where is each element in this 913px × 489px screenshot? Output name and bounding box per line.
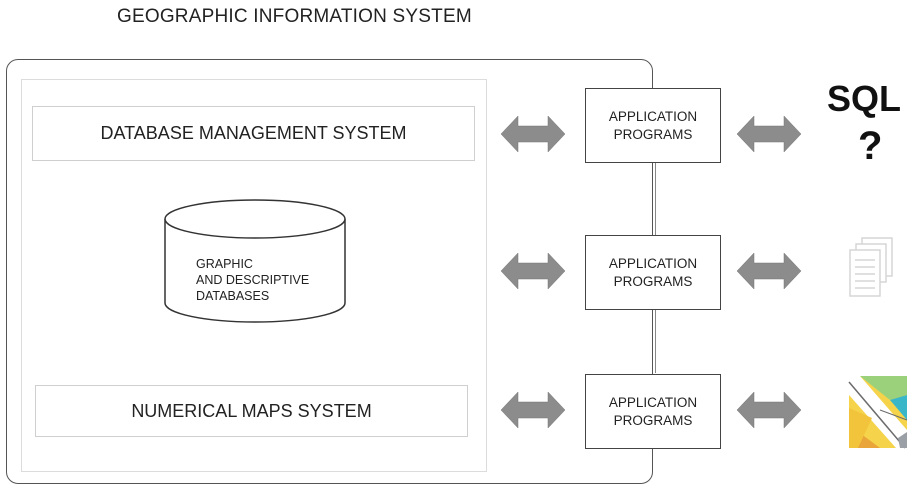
- app-label-line2: PROGRAMS: [613, 126, 693, 142]
- double-arrow-icon: [500, 391, 566, 429]
- numerical-maps-label: NUMERICAL MAPS SYSTEM: [131, 400, 372, 421]
- dbms-label: DATABASE MANAGEMENT SYSTEM: [100, 123, 407, 143]
- app-label-line2: PROGRAMS: [613, 273, 693, 289]
- application-programs-box: APPLICATION PROGRAMS: [585, 374, 721, 449]
- map-icon: [848, 376, 908, 449]
- double-arrow-icon: [736, 391, 802, 429]
- application-programs-box: APPLICATION PROGRAMS: [585, 235, 721, 310]
- double-arrow-icon: [736, 252, 802, 290]
- documents-icon: [849, 237, 893, 297]
- database-cylinder: [164, 199, 346, 323]
- dbms-box: DATABASE MANAGEMENT SYSTEM: [32, 106, 475, 161]
- app-label-line1: APPLICATION: [608, 394, 698, 410]
- question-mark: ?: [858, 124, 883, 168]
- double-arrow-icon: [500, 252, 566, 290]
- database-label-line: DATABASES: [196, 289, 270, 303]
- database-label-line: AND DESCRIPTIVE: [196, 273, 310, 287]
- application-programs-box: APPLICATION PROGRAMS: [585, 88, 721, 163]
- database-label-line: GRAPHIC: [196, 257, 253, 271]
- double-arrow-icon: [500, 115, 566, 153]
- app-label-line1: APPLICATION: [608, 108, 698, 124]
- double-arrow-icon: [736, 115, 802, 153]
- database-label: GRAPHIC AND DESCRIPTIVE DATABASES: [196, 256, 309, 304]
- inner-system-panel: [21, 79, 487, 472]
- app-label-line2: PROGRAMS: [613, 412, 693, 428]
- numerical-maps-box: NUMERICAL MAPS SYSTEM: [35, 385, 468, 437]
- diagram-title: GEOGRAPHIC INFORMATION SYSTEM: [117, 6, 472, 27]
- sql-label: SQL: [827, 78, 902, 119]
- app-label-line1: APPLICATION: [608, 255, 698, 271]
